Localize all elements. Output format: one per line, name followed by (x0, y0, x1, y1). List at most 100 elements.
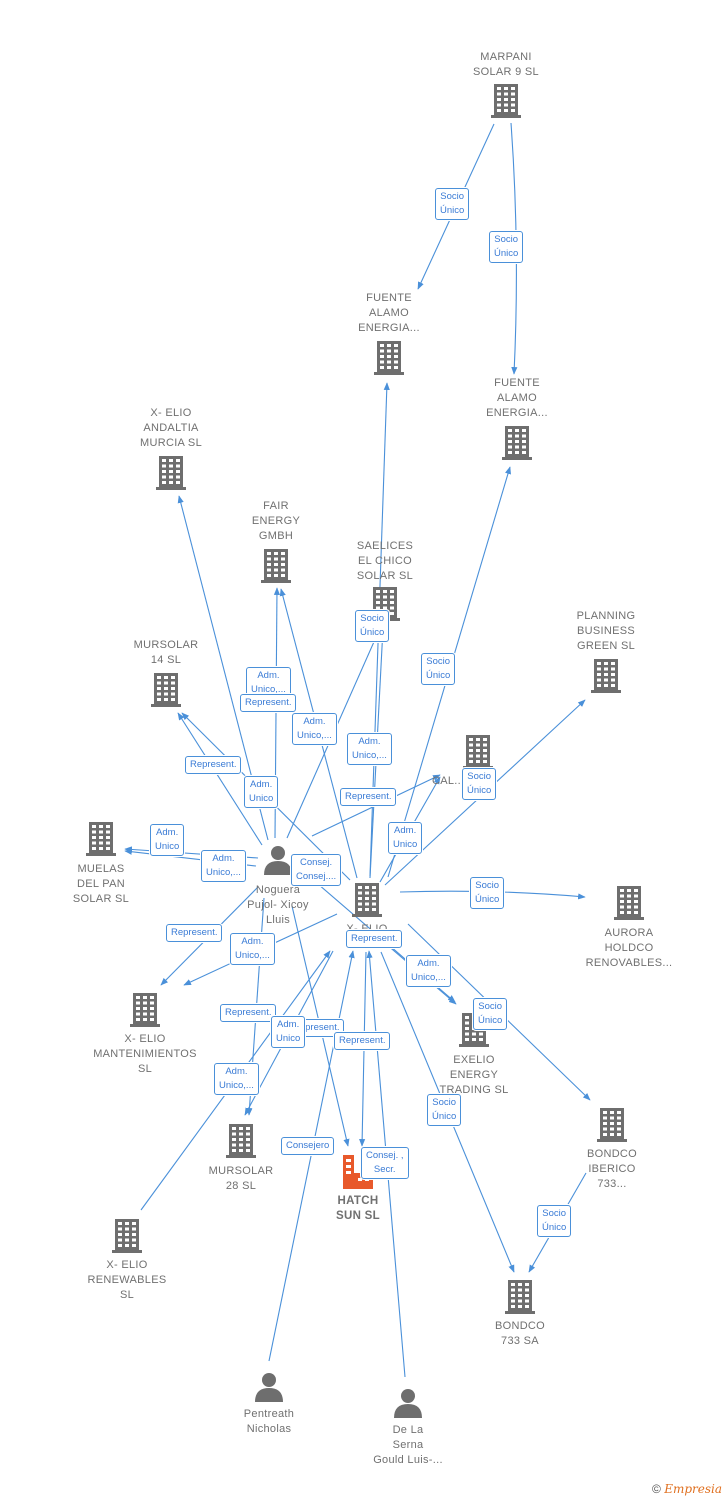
building-icon[interactable] (374, 341, 404, 375)
building-icon[interactable] (502, 426, 532, 460)
relationship-label-line: Único (426, 670, 451, 681)
building-icon[interactable] (591, 659, 621, 693)
relationship-label[interactable]: Adm.Unico (150, 824, 185, 856)
node-label-line: CAL... (432, 775, 465, 787)
building-icon[interactable] (597, 1108, 627, 1142)
relationship-label[interactable]: Adm.Unico,... (230, 933, 275, 965)
relationship-label-line: Único (475, 894, 500, 905)
relationship-label[interactable]: Represent. (340, 788, 397, 806)
relationship-label-line: Consej.... (296, 871, 337, 882)
node-label-line: FAIR (263, 500, 289, 512)
node-label-line: ANDALTIA (143, 422, 199, 434)
relationship-label[interactable]: Represent. (166, 924, 223, 942)
relationship-label[interactable]: Represent. (220, 1004, 277, 1022)
relationship-label-line: Único (440, 205, 465, 216)
relationship-label[interactable]: Consejero (281, 1137, 335, 1155)
relationship-label-line: Único (360, 627, 385, 638)
relationship-label[interactable]: Adm.Unico (271, 1016, 306, 1048)
relationship-label[interactable]: Adm.Unico,... (246, 667, 291, 699)
empresia-logo: Empresia (664, 1482, 722, 1496)
relationship-label-line: Adm. (241, 936, 264, 947)
building-icon[interactable] (463, 735, 493, 769)
node-label-line: Noguera (255, 884, 301, 896)
node-label-line: SL (137, 1063, 153, 1075)
person-icon[interactable] (264, 846, 292, 875)
building-icon[interactable] (505, 1280, 535, 1314)
building-icon[interactable] (352, 883, 382, 917)
relationship-label[interactable]: Adm.Unico,... (201, 850, 246, 882)
relationship-label-line: Socio (475, 880, 500, 891)
building-icon[interactable] (156, 456, 186, 490)
relationship-label[interactable]: Represent. (346, 930, 403, 948)
node-label-line: SAELICES (356, 540, 414, 552)
building-icon[interactable] (261, 549, 291, 583)
building-icon[interactable] (614, 886, 644, 920)
node-label-line: De La (392, 1424, 424, 1436)
building-icon[interactable] (130, 993, 160, 1027)
relationship-label-line: Represent. (245, 697, 292, 708)
relationship-label[interactable]: Adm.Unico (244, 776, 279, 808)
node-label-cal[interactable]: CAL... (432, 774, 472, 789)
relationship-label[interactable]: Represent. (334, 1032, 391, 1050)
relationship-label-line: Consej. , (366, 1150, 404, 1161)
relationship-label[interactable]: Adm.Unico,... (347, 733, 392, 765)
relationship-label[interactable]: Adm.Unico,... (214, 1063, 259, 1095)
footer-brand[interactable]: © Empresia (652, 1482, 722, 1496)
relationship-label[interactable]: Represent. (185, 756, 242, 774)
relationship-label[interactable]: Represent. (240, 694, 297, 712)
person-icon[interactable] (394, 1389, 422, 1418)
relationship-label-line: Unico,... (219, 1080, 254, 1091)
relationship-label-line: Unico (276, 1033, 301, 1044)
building-icon[interactable] (86, 822, 116, 856)
node-label-line: ALAMO (368, 307, 409, 319)
node-label-line: Serna (392, 1439, 424, 1451)
relationship-label[interactable]: Adm.Unico,... (406, 955, 451, 987)
building-icon[interactable] (112, 1219, 142, 1253)
relationship-label[interactable]: Adm.Unico (388, 822, 423, 854)
node-label-line: Lluis (265, 914, 291, 926)
relationship-label[interactable]: Consej.Consej.... (291, 854, 342, 886)
node-label-line: SL (119, 1289, 135, 1301)
relationship-label[interactable]: Adm.Unico,... (292, 713, 337, 745)
relationship-label-line: Único (467, 785, 492, 796)
edge-pentreath-to-xelio_en (268, 950, 355, 1362)
building-icon[interactable] (151, 673, 181, 707)
node-label-line: Pentreath (243, 1408, 295, 1420)
node-label-line: PLANNING (576, 610, 636, 622)
node-label-line: EL CHICO (358, 555, 412, 567)
person-icon[interactable] (255, 1373, 283, 1402)
building-icon[interactable] (343, 1155, 373, 1189)
building-icon[interactable] (226, 1124, 256, 1158)
building-icon[interactable] (491, 84, 521, 118)
relationship-label[interactable]: Consej. ,Secr. (361, 1147, 409, 1179)
